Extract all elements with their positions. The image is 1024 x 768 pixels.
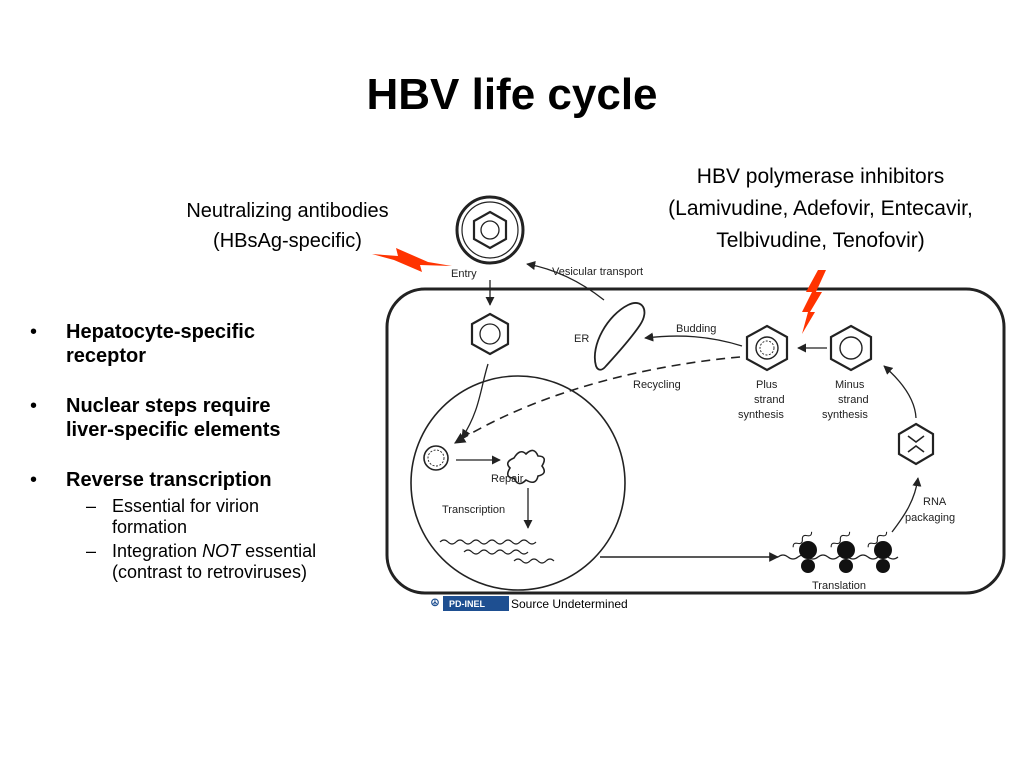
minus-strand-arrow — [883, 365, 917, 419]
sub-bullet-line1: Integration NOT essential — [112, 541, 390, 562]
antibody-block-lightning-icon — [372, 248, 452, 272]
cytoplasmic-capsid-icon — [470, 312, 510, 356]
minus-strand-capsid-icon — [829, 324, 873, 372]
recycling-arrow — [454, 356, 741, 444]
sub-bullet-item: – Integration NOT essential (contrast to… — [66, 541, 390, 583]
minus-strand-label-line1: Minus — [835, 379, 865, 391]
bullet-text-line1: Nuclear steps require — [66, 395, 271, 417]
rna-packaging-label-line1: RNA — [923, 496, 947, 508]
sub-bullet-marker: – — [86, 496, 97, 516]
bullet-text-line2: liver-specific elements — [66, 419, 281, 441]
budding-label: Budding — [676, 323, 716, 335]
rc-dna-icon — [423, 445, 449, 471]
nuclear-import-arrow — [461, 363, 489, 439]
plus-strand-capsid-icon — [745, 324, 789, 372]
plus-strand-label-line1: Plus — [756, 379, 778, 391]
polymerase-inhibitors-callout: HBV polymerase inhibitors (Lamivudine, A… — [628, 161, 1013, 257]
er-label: ER — [574, 333, 589, 345]
source-text: Source Undetermined — [511, 596, 628, 611]
polymerase-block-lightning-icon — [802, 270, 826, 334]
bullet-item: • Reverse transcription – Essential for … — [30, 468, 390, 583]
callout-right-line2: (Lamivudine, Adefovir, Entecavir, — [668, 197, 973, 220]
callout-right-line3: Telbivudine, Tenofovir) — [716, 229, 925, 252]
bullet-marker: • — [30, 321, 38, 343]
sub-bullet-line1: Essential for virion — [112, 496, 260, 516]
bullet-marker: • — [30, 395, 38, 417]
plus-strand-label-line3: synthesis — [738, 409, 784, 421]
image-credit: ☮ PD-INEL Source Undetermined — [427, 596, 628, 611]
sub-bullet-pre: Integration — [112, 541, 203, 561]
callout-left-line1: Neutralizing antibodies — [186, 200, 389, 222]
budding-arrow — [644, 332, 743, 347]
license-badge-text: PD-INEL — [449, 598, 485, 609]
rna-transcripts-icon — [439, 539, 555, 564]
sub-bullet-post: essential — [240, 541, 317, 561]
translation-label: Translation — [812, 580, 866, 592]
sub-bullet-list: – Essential for virion formation – Integ… — [66, 496, 390, 583]
hepatocyte-cell-outline — [385, 287, 1006, 595]
recycling-label: Recycling — [633, 379, 681, 391]
sub-bullet-line2: formation — [112, 517, 188, 537]
sub-bullet-emphasis: NOT — [202, 541, 241, 561]
minus-strand-label-line3: synthesis — [822, 409, 868, 421]
extracellular-virion-icon — [455, 195, 525, 265]
pregenome-capsid-icon — [897, 422, 935, 466]
entry-label: Entry — [451, 268, 477, 280]
bullet-text-line1: Reverse transcription — [66, 469, 272, 491]
neutralizing-antibodies-callout: Neutralizing antibodies (HBsAg-specific) — [150, 196, 425, 256]
plus-strand-label-line2: strand — [754, 394, 785, 406]
sub-bullet-line2: (contrast to retroviruses) — [112, 562, 308, 582]
er-icon — [593, 302, 646, 371]
minus-strand-label-line2: strand — [838, 394, 869, 406]
callout-right-line1: HBV polymerase inhibitors — [696, 165, 945, 188]
rna-packaging-label-line2: packaging — [905, 512, 955, 524]
sub-bullet-marker: – — [86, 541, 97, 561]
slide-title: HBV life cycle — [366, 70, 658, 119]
bullet-item: • Nuclear steps require liver-specific e… — [30, 394, 390, 442]
nucleus-outline — [410, 375, 626, 591]
sub-bullet-item: – Essential for virion formation — [66, 496, 390, 538]
bullet-text-line2: receptor — [66, 345, 147, 367]
vesicular-transport-label: Vesicular transport — [552, 266, 643, 278]
callout-left-line2: (HBsAg-specific) — [213, 230, 362, 252]
ccc-dna-icon — [506, 449, 546, 485]
ribosomes-icon — [777, 531, 899, 573]
bullet-item: • Hepatocyte-specific receptor — [30, 320, 390, 368]
packaging-arrow — [891, 477, 922, 533]
bullet-text-line1: Hepatocyte-specific — [66, 321, 255, 343]
bullet-marker: • — [30, 469, 38, 491]
bullet-list: • Hepatocyte-specific receptor • Nuclear… — [30, 320, 390, 609]
license-badge: ☮ PD-INEL — [427, 596, 509, 611]
public-domain-icon: ☮ — [427, 596, 443, 611]
hbv-life-cycle-diagram: Entry Repair Transcription Translation R… — [372, 195, 1006, 595]
vesicular-transport-arrow — [526, 260, 605, 301]
transcription-label: Transcription — [442, 504, 505, 516]
